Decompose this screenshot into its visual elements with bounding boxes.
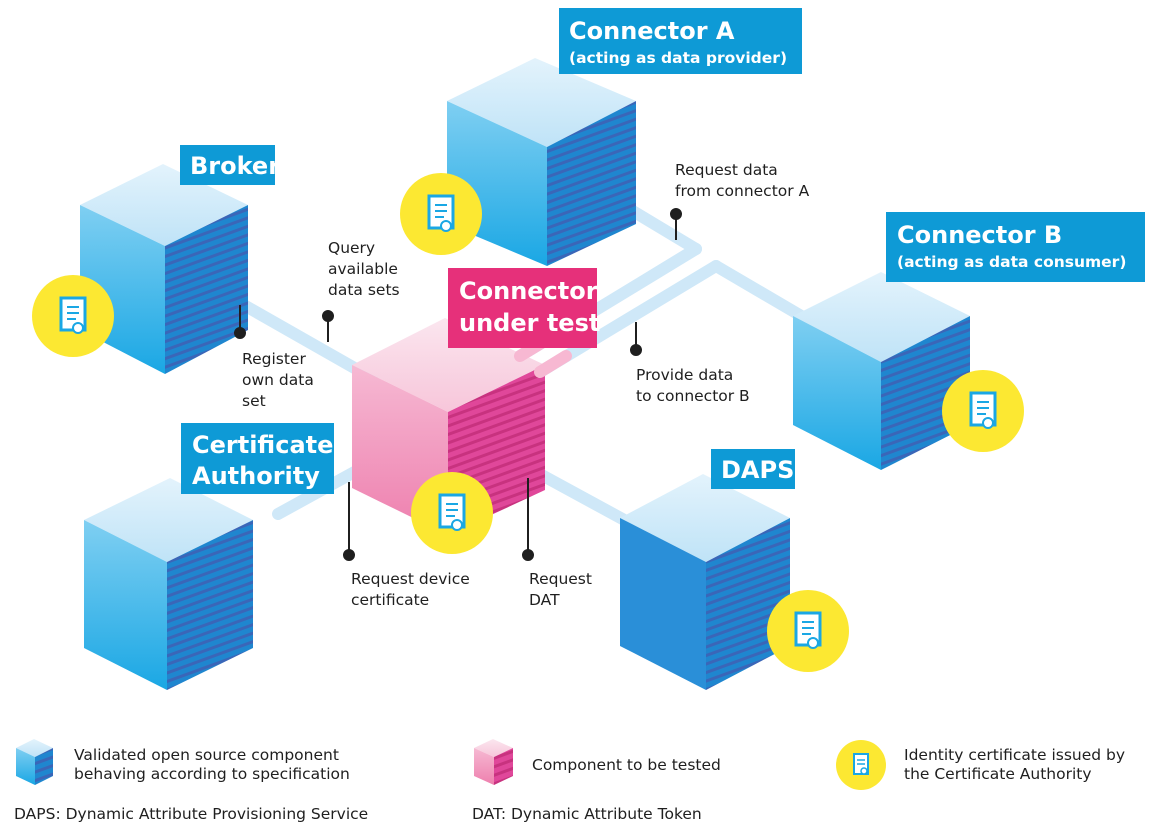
broker-cube-icon [80,164,248,374]
connector-b-label-box [886,212,1145,282]
connector-b-title: Connector B [897,221,1062,249]
certificate-icon [411,472,493,554]
certificate-icon [400,173,482,255]
certificate-authority-title-2: Authority [192,462,320,490]
label-request-data: Request data from connector A [675,161,810,200]
certificate-authority-title-1: Certificate [192,431,333,459]
line-broker-to-cut [222,290,378,384]
title-boxes: Connector A (acting as data provider) Br… [180,8,1145,494]
callout-ticks [234,208,682,561]
connector-a-label-box [559,8,802,74]
connector-a-title: Connector A [569,17,735,45]
connector-a-subtitle: (acting as data provider) [569,49,787,67]
certificate-badges [32,173,1024,672]
label-register-own-data-set: Register own data set [242,350,314,410]
connector-under-test-title-1: Connector [459,277,598,305]
certificate-authority-label-box [181,423,334,494]
label-request-device-certificate: Request device certificate [351,570,470,609]
connector-b-subtitle: (acting as data consumer) [897,253,1126,271]
daps-title: DAPS [721,456,794,484]
definition-daps: DAPS: Dynamic Attribute Provisioning Ser… [14,805,369,823]
certificate-icon [32,275,114,357]
line-cut-to-connb [534,350,572,378]
connector-b-cube-icon [793,272,970,470]
broker-title: Broker [190,152,280,180]
legend-validated-text: Validated open source component behaving… [74,746,350,783]
label-request-dat: Request DAT [529,570,592,609]
certificate-icon [942,370,1024,452]
legend-certificate-text: Identity certificate issued by the Certi… [904,746,1126,783]
legend-tested-text: Component to be tested [532,756,721,774]
daps-label-box [711,449,795,489]
label-provide-data: Provide data to connector B [636,366,750,405]
tested-cube-icon [474,739,513,785]
connector-under-test-label-box [448,268,597,348]
certificate-icon [767,590,849,672]
label-query-available-data-sets: Query available data sets [328,239,400,299]
definition-dat: DAT: Dynamic Attribute Token [472,805,702,823]
daps-cube-icon [620,474,790,690]
certificate-authority-cube-icon [84,478,253,690]
certificate-icon [836,740,886,790]
broker-label-box [180,145,275,185]
validated-cube-icon [16,739,53,785]
connector-under-test-title-2: under test [459,309,600,337]
